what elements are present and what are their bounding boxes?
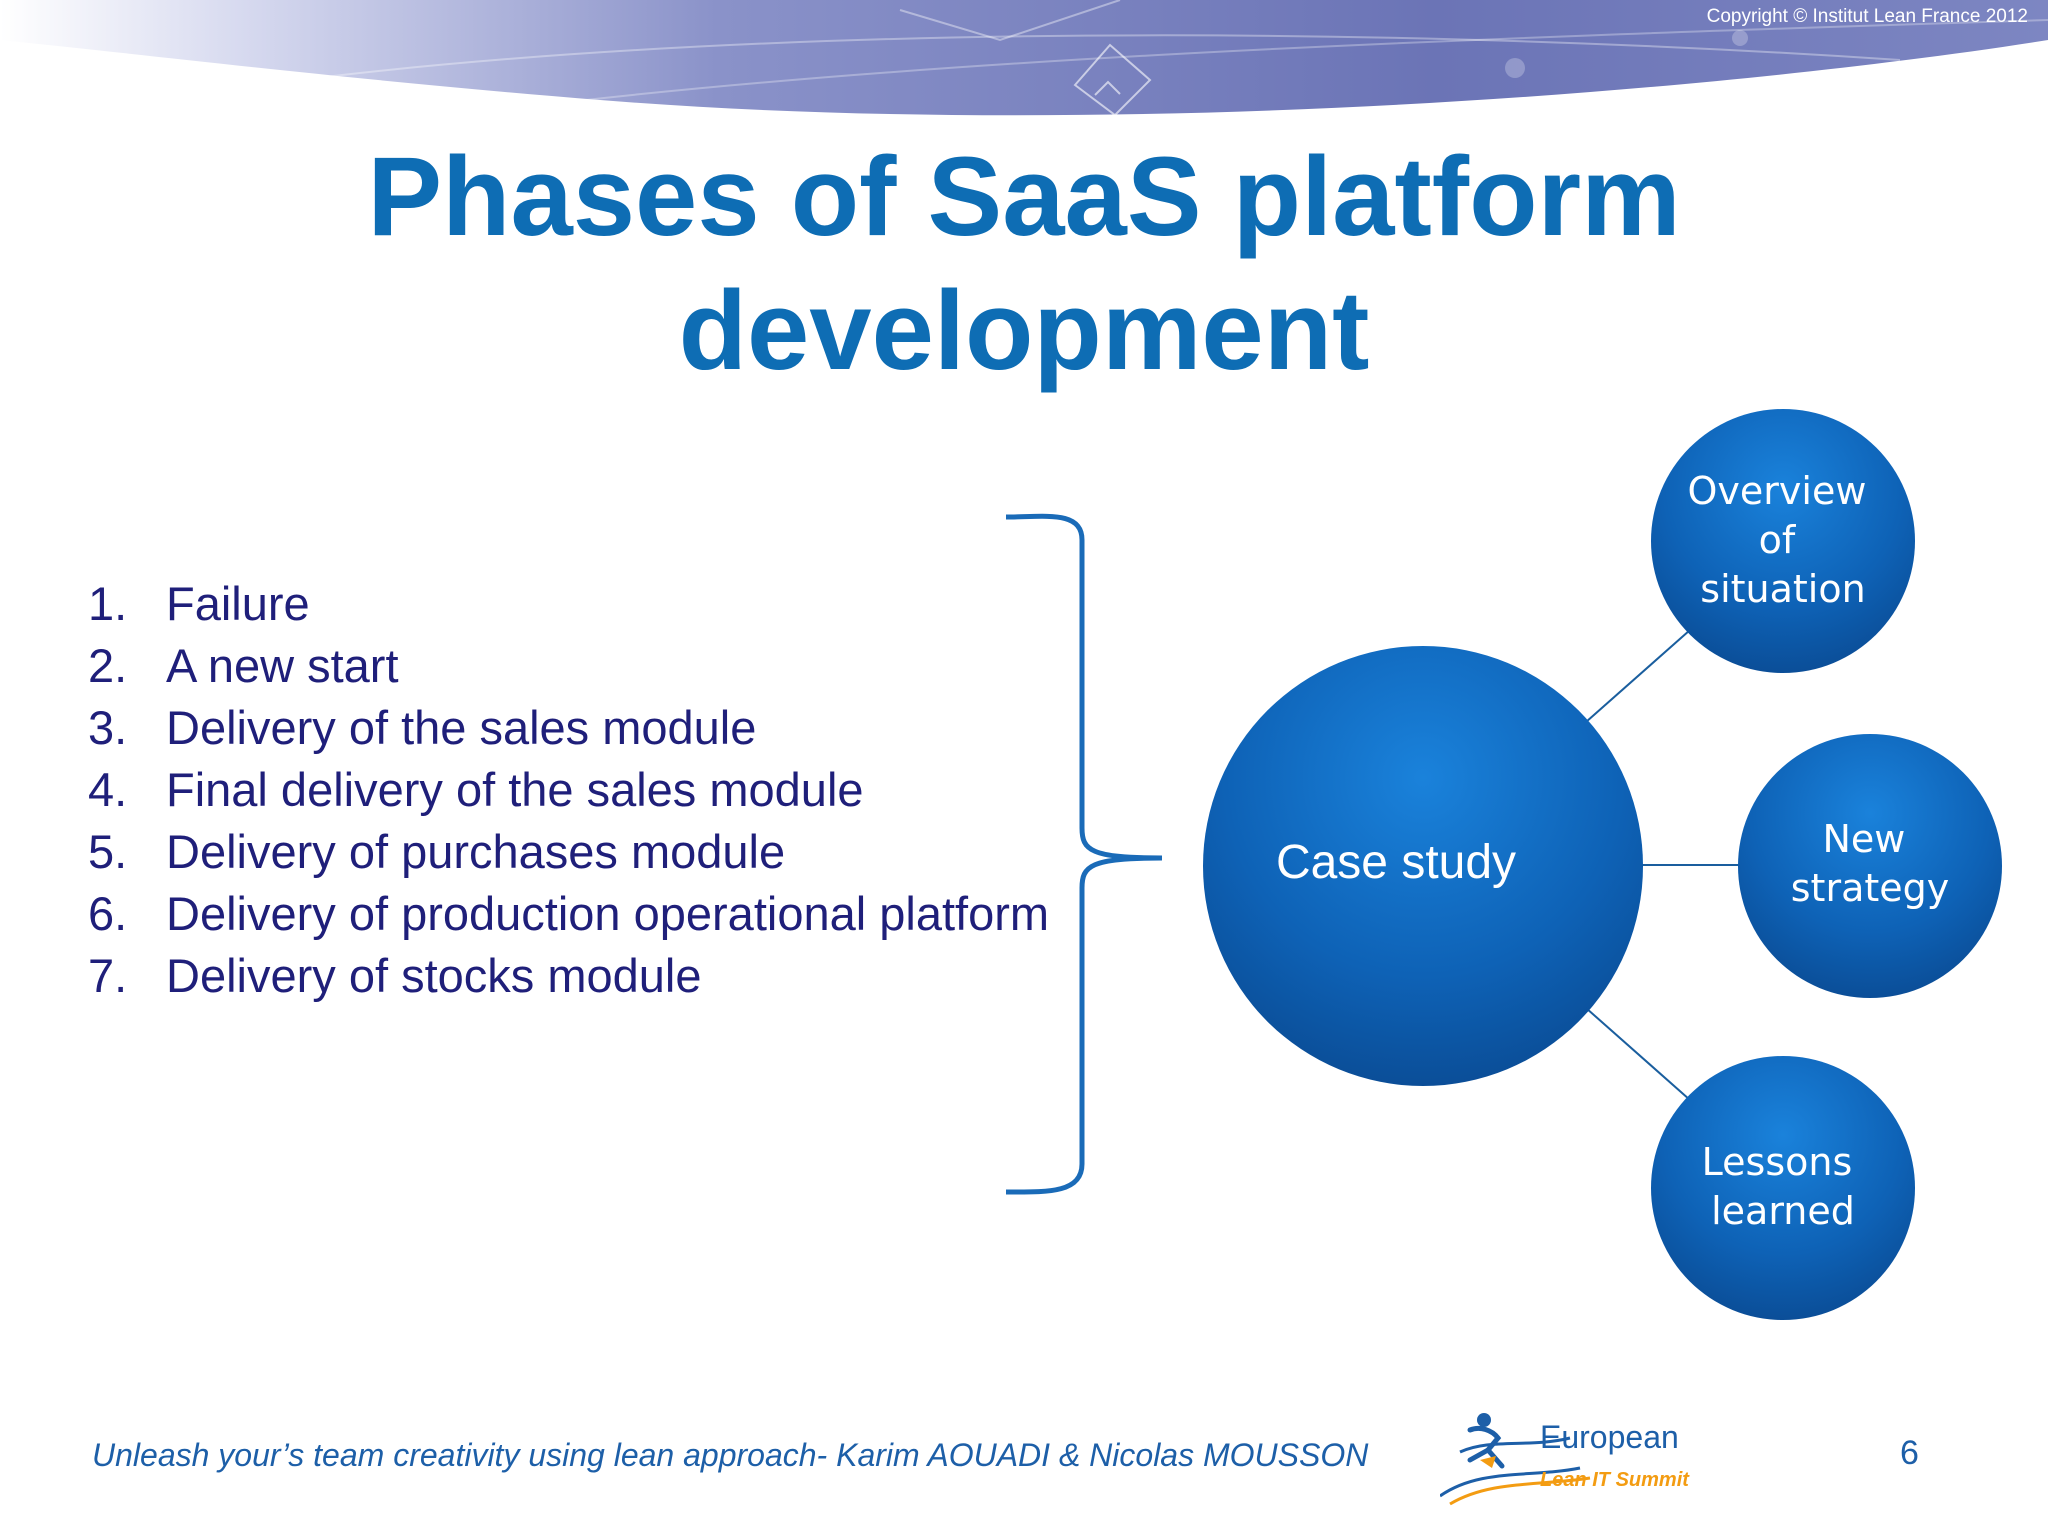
logo-text-summit: Lean IT Summit	[1540, 1469, 1690, 1491]
list-item: 5. Delivery of purchases module	[88, 821, 1049, 883]
node-overview-line-1: Overview	[1688, 469, 1867, 513]
svg-text:Lessons learned: Lessons learned	[1702, 1140, 1865, 1233]
title-line-1: Phases of SaaS platform	[367, 134, 1681, 259]
list-item-label: Delivery of the sales module	[166, 701, 757, 754]
list-item-label: A new start	[166, 639, 399, 692]
copyright-notice: Copyright © Institut Lean France 2012	[1706, 6, 2028, 27]
list-item-number: 2.	[88, 639, 128, 692]
center-node-label: Case study	[1276, 836, 1516, 889]
runner-icon	[1440, 1413, 1591, 1506]
svg-text:Overview of si: Overview of situation	[1688, 469, 1879, 611]
list-item-label: Failure	[166, 577, 310, 630]
header-banner	[0, 0, 2048, 117]
list-item-number: 1.	[88, 577, 128, 630]
svg-text:New strategy: New strategy	[1791, 817, 1950, 910]
connector-line	[1585, 629, 1691, 723]
node-strategy-line-2: strategy	[1791, 866, 1950, 910]
list-item-number: 4.	[88, 763, 128, 816]
node-new-strategy: New strategy	[1738, 734, 2002, 998]
european-lean-it-summit-logo: European Lean IT Summit	[1440, 1413, 1690, 1506]
center-node: Case study	[1203, 646, 1643, 1086]
list-item-number: 6.	[88, 887, 128, 940]
connector-line	[1585, 1007, 1691, 1101]
list-item-label: Delivery of purchases module	[166, 825, 786, 878]
list-item: 1. Failure	[88, 573, 1049, 635]
list-item-number: 7.	[88, 949, 128, 1002]
node-lessons-line-2: learned	[1711, 1189, 1855, 1233]
node-overview-line-2: of	[1759, 518, 1797, 562]
node-overview: Overview of situation	[1651, 409, 1915, 673]
node-overview-line-3: situation	[1700, 567, 1865, 611]
list-item: 4. Final delivery of the sales module	[88, 759, 1049, 821]
title-line-2: development	[678, 268, 1370, 393]
list-item: 2. A new start	[88, 635, 1049, 697]
slide-title: Phases of SaaS platform development	[0, 130, 2048, 398]
footer-text: Unleash your’s team creativity using lea…	[92, 1437, 1369, 1473]
list-item: 7. Delivery of stocks module	[88, 945, 1049, 1007]
curly-brace	[1005, 513, 1163, 1195]
list-item-label: Final delivery of the sales module	[166, 763, 864, 816]
list-item: 3. Delivery of the sales module	[88, 697, 1049, 759]
list-item-label: Delivery of stocks module	[166, 949, 702, 1002]
page-number: 6	[1900, 1434, 1919, 1472]
node-lessons-line-1: Lessons	[1702, 1140, 1853, 1184]
node-lessons-learned: Lessons learned	[1651, 1056, 1915, 1320]
logo-text-european: European	[1540, 1419, 1679, 1455]
banner-house-icon	[1073, 43, 1152, 117]
phase-list: 1. Failure 2. A new start 3. Delivery of th…	[88, 573, 1049, 1007]
node-strategy-line-1: New	[1823, 817, 1906, 861]
list-item-label: Delivery of production operational platf…	[166, 887, 1050, 940]
list-item: 6. Delivery of production operational pla…	[88, 883, 1049, 945]
list-item-number: 3.	[88, 701, 128, 754]
list-item-number: 5.	[88, 825, 128, 878]
